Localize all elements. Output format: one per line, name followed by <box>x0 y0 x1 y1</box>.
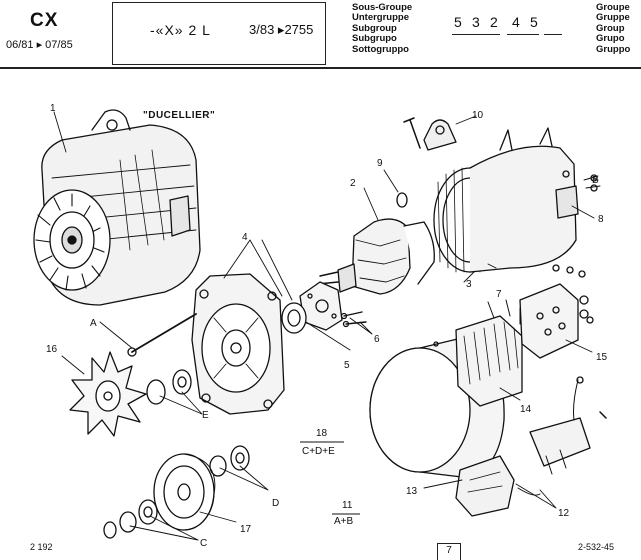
subgroup-label-fr: Sous-Groupe <box>352 2 413 13</box>
vehicle-model: CX <box>30 10 59 31</box>
subgroup-label-en: Subgroup <box>352 22 397 34</box>
kit-18-contents: C+D+E <box>302 446 335 457</box>
code-underline <box>544 34 562 36</box>
ball-bearing-drawing <box>281 302 307 334</box>
footer-tab: 7 <box>437 543 461 560</box>
washer-drawing <box>138 499 158 525</box>
callout-14: 14 <box>520 404 532 415</box>
subgroup-label-es: Subgrupo <box>352 33 397 45</box>
washer-drawing <box>172 369 192 395</box>
callout-13: 13 <box>406 486 418 497</box>
screw-head-drawing <box>342 320 350 328</box>
kit-18-number: 18 <box>316 428 328 439</box>
model-reference: 3/83 ▸2755 <box>249 22 314 37</box>
model-description: -«X» 2 L <box>150 22 211 38</box>
group-label-de: Gruppe <box>596 12 630 24</box>
rectifier-drawing <box>455 299 523 407</box>
callout-3: 3 <box>466 279 472 290</box>
rotor-drawing <box>317 218 435 295</box>
callout-7: 7 <box>496 289 502 300</box>
group-codes: 5 3 2 4 5 <box>452 14 564 36</box>
regulator-drawing <box>455 376 607 517</box>
o-ring-drawing <box>396 192 408 208</box>
pulley-drawing <box>153 453 216 531</box>
washer-drawing <box>119 511 137 533</box>
fan-drawing <box>69 351 147 437</box>
washer-drawing <box>230 445 250 471</box>
bearing-plate-drawing <box>299 281 343 331</box>
footer-left-code: 2 192 <box>30 542 53 552</box>
code-digit: 3 <box>472 14 481 30</box>
code-digit: 5 <box>530 14 539 30</box>
code-underline <box>452 34 500 36</box>
drive-end-bracket-drawing <box>191 273 285 415</box>
callout-16: 16 <box>46 344 58 355</box>
leader-lines <box>53 111 599 541</box>
callout-D: D <box>272 498 279 509</box>
kit-11-contents: A+B <box>334 516 354 527</box>
assembled-alternator-drawing <box>33 109 201 306</box>
callout-A: A <box>90 318 97 329</box>
kit-11-number: 11 <box>342 500 353 511</box>
group-label-it: Gruppo <box>596 43 631 55</box>
callout-12: 12 <box>558 508 570 519</box>
code-underline <box>507 34 539 36</box>
callout-C: C <box>200 538 207 549</box>
stator-housing-drawing <box>433 127 601 273</box>
subgroup-label-it: Sottogruppo <box>352 43 409 55</box>
header-rule <box>0 67 641 69</box>
callout-2: 2 <box>350 178 356 189</box>
nut-drawing <box>103 521 117 539</box>
manufacturer-label: "DUCELLIER" <box>143 110 215 121</box>
subgroup-labels: Sous-Groupe Untergruppe Subgroup Subgrup… <box>352 2 413 55</box>
code-digit: 5 <box>454 14 463 30</box>
callout-10: 10 <box>472 110 484 121</box>
callout-4: 4 <box>242 232 248 243</box>
callout-B: B <box>592 175 599 186</box>
group-label-fr: Groupe <box>596 2 630 13</box>
through-bolt-drawing <box>131 313 197 353</box>
group-labels: Groupe Gruppe Group Grupo Gruppo <box>596 2 631 55</box>
model-box <box>112 2 326 65</box>
diode-plate-drawing <box>519 264 594 359</box>
code-digit: 2 <box>490 14 499 30</box>
screw-and-bracket-drawing <box>403 117 457 151</box>
callout-E: E <box>202 410 209 421</box>
subgroup-label-de: Untergruppe <box>352 12 409 24</box>
callout-15: 15 <box>596 352 608 363</box>
group-label-es: Grupo <box>596 33 625 45</box>
callout-17: 17 <box>240 524 252 535</box>
washer-drawing <box>146 379 166 405</box>
screw-head-drawing <box>340 312 348 320</box>
footer-page-reference: 2-532-45 <box>578 542 615 552</box>
callout-8: 8 <box>598 214 604 225</box>
callout-5: 5 <box>344 360 350 371</box>
callout-6: 6 <box>374 334 380 345</box>
washer-drawing <box>209 455 227 477</box>
code-digit: 4 <box>512 14 521 30</box>
production-dates: 06/81 ▸ 07/85 <box>6 39 73 51</box>
callout-1: 1 <box>50 103 56 114</box>
group-label-en: Group <box>596 22 625 34</box>
callout-9: 9 <box>377 158 383 169</box>
